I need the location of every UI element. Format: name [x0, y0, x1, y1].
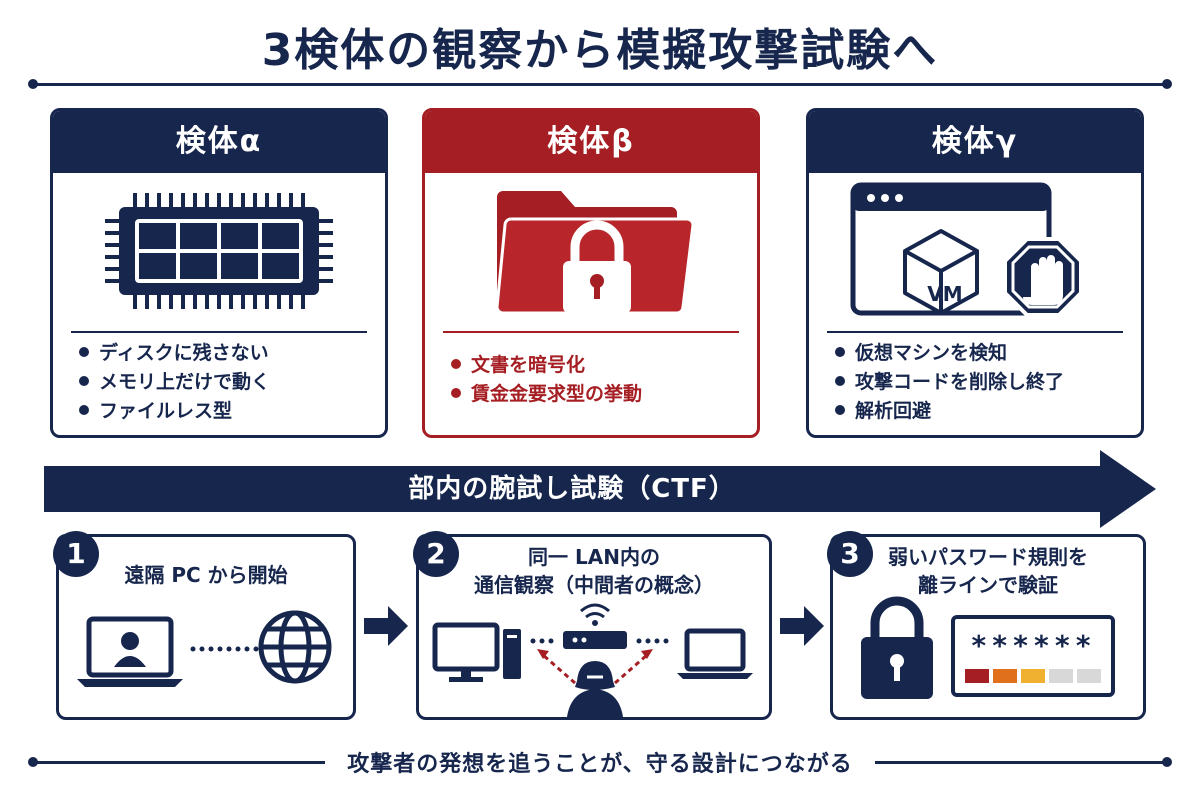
title-rule-left-dot [28, 79, 38, 89]
list-item: 解析回避 [835, 397, 1064, 426]
step-arrow-1-2 [364, 606, 408, 646]
interception-arrows [542, 653, 648, 685]
router-icon [563, 603, 627, 649]
laptop-icon [677, 628, 753, 679]
step-1-number-badge: 1 [53, 531, 99, 577]
title-rule-right-dot [1162, 79, 1172, 89]
list-item: 文書を暗号化 [451, 351, 642, 380]
password-mask: ****** [970, 629, 1095, 662]
step-2-card: 同一 LAN内の 通信観察（中間者の概念） [413, 531, 772, 720]
list-item: 攻撃コードを削除し終了 [835, 368, 1064, 397]
padlock-icon [861, 596, 933, 699]
footer-rule-left-dot [28, 757, 38, 767]
ctf-banner-arrow [44, 450, 1156, 528]
sample-beta-divider [443, 331, 739, 333]
laptop-user-icon [77, 616, 183, 687]
sample-gamma-list: 仮想マシンを検知 攻撃コードを削除し終了 解析回避 [835, 339, 1064, 426]
vm-label: VM [927, 282, 962, 306]
sample-alpha-divider [71, 331, 367, 333]
hacker-icon [567, 661, 623, 717]
sample-beta-list: 文書を暗号化 賃金金要求型の挙動 [451, 351, 642, 409]
list-item: ファイルレス型 [79, 397, 270, 426]
sample-alpha-card: 検体α ディスクに残さない メモリ上だけで動く ファイルレス型 [50, 108, 388, 438]
list-item: ディスクに残さない [79, 339, 270, 368]
footer-rule-right-dot [1162, 757, 1172, 767]
step-3-title-line-1: 弱いパスワード規則を [888, 545, 1088, 569]
strength-segment [1077, 669, 1101, 683]
step-3-illustration: ****** [861, 596, 1115, 699]
sample-gamma-card: 検体γ VM 仮想マシンを検知 攻撃コードを削除し終了 解析回避 [806, 108, 1144, 438]
step-1-card: 遠隔 PC から開始 1 [53, 531, 356, 720]
sample-beta-card: 検体β 文書を暗号化 賃金金要求型の挙動 [422, 108, 760, 438]
locked-folder-icon [495, 191, 695, 315]
list-item: メモリ上だけで動く [79, 368, 270, 397]
step-3-card: 弱いパスワード規則を 離ラインで験証 ****** 3 [827, 531, 1146, 720]
title-rule [36, 83, 1164, 86]
desktop-pc-icon [432, 622, 521, 682]
step-2-title-line-1: 同一 LAN内の [528, 545, 660, 569]
vm-stop-icon: VM [850, 182, 1083, 317]
sample-gamma-divider [827, 331, 1123, 333]
strength-segment [1049, 669, 1073, 683]
ctf-banner-label: 部内の腕試し試験（CTF） [408, 474, 736, 504]
strength-segment [965, 669, 989, 683]
chip-icon [105, 193, 333, 309]
sample-alpha-list: ディスクに残さない メモリ上だけで動く ファイルレス型 [79, 339, 270, 426]
step-arrow-2-3 [780, 606, 824, 646]
list-item: 仮想マシンを検知 [835, 339, 1064, 368]
step-1-title: 遠隔 PC から開始 [124, 563, 288, 587]
connection-dots [190, 646, 259, 652]
step-3-title-line-2: 離ラインで験証 [918, 573, 1058, 597]
list-item: 賃金金要求型の挙動 [451, 380, 642, 409]
step-2-title-line-2: 通信観察（中間者の概念） [474, 573, 714, 597]
right-link-dots [636, 638, 669, 644]
sample-beta-heading: 検体β [425, 111, 757, 173]
globe-icon [258, 610, 332, 684]
password-field-icon: ****** [951, 615, 1115, 697]
sample-gamma-heading: 検体γ [809, 111, 1141, 173]
strength-segment [1021, 669, 1045, 683]
step-1-illustration [77, 610, 332, 687]
strength-meter [965, 669, 1101, 683]
left-link-dots [530, 638, 554, 644]
step-3-number-badge: 3 [827, 531, 873, 577]
page-title: 3検体の観察から模擬攻撃試験へ [261, 25, 939, 76]
sample-alpha-heading: 検体α [53, 111, 385, 173]
step-2-number-badge: 2 [413, 531, 459, 577]
step-2-illustration [432, 603, 753, 717]
footer-tagline: 攻撃者の発想を追うことが、守る設計につながる [0, 746, 1200, 778]
strength-segment [993, 669, 1017, 683]
